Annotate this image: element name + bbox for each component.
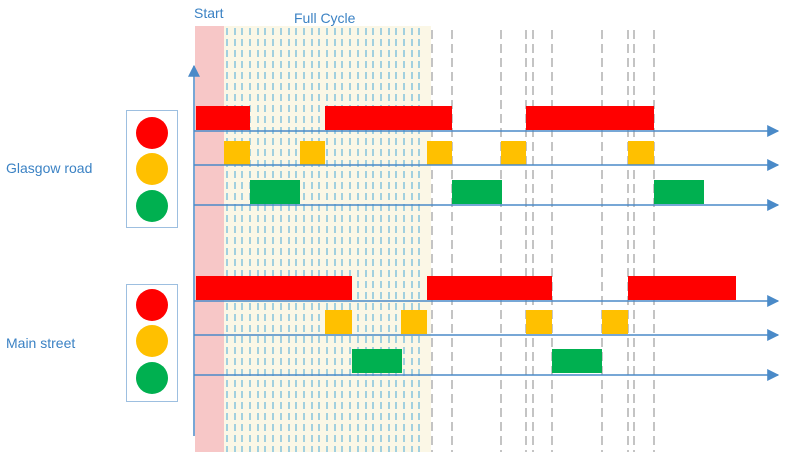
full-cycle-label: Full Cycle: [294, 10, 356, 26]
bar-g1-amber-2: [300, 141, 325, 165]
horizontal-axes: [194, 125, 780, 381]
amber-lamp-icon: [136, 153, 168, 185]
bar-g2-amber-4: [602, 310, 628, 334]
bar-g1-amber-3: [427, 141, 452, 165]
start-band: [195, 26, 224, 452]
bar-g1-red-3: [526, 106, 654, 130]
bar-g2-green-2: [552, 349, 602, 373]
amber-lamp-icon: [136, 325, 168, 357]
bar-g1-red-1: [196, 106, 250, 130]
group2-label: Main street: [6, 335, 76, 351]
group1-label: Glasgow road: [6, 160, 93, 176]
bar-g1-green-2: [452, 180, 502, 204]
bar-g2-amber-2: [401, 310, 427, 334]
red-lamp-icon: [136, 117, 168, 149]
bar-g2-red-2: [427, 276, 552, 300]
green-lamp-icon: [136, 362, 168, 394]
bar-g1-red-2: [325, 106, 452, 130]
bar-g1-amber-1: [224, 141, 250, 165]
red-lamp-icon: [136, 289, 168, 321]
phase-bars: [196, 106, 736, 373]
bar-g2-red-1: [196, 276, 352, 300]
bar-g1-amber-5: [628, 141, 654, 165]
bar-g2-amber-3: [526, 310, 552, 334]
bar-g2-red-3: [628, 276, 736, 300]
bar-g1-green-1: [250, 180, 300, 204]
start-label: Start: [194, 5, 224, 21]
time-grid-lines: [226, 28, 655, 452]
green-lamp-icon: [136, 190, 168, 222]
bar-g1-amber-4: [501, 141, 526, 165]
bar-g1-green-3: [654, 180, 704, 204]
bar-g2-green-1: [352, 349, 402, 373]
traffic-light-main-street: [126, 284, 178, 402]
traffic-light-glasgow-road: [126, 110, 178, 228]
bar-g2-amber-1: [325, 310, 352, 334]
